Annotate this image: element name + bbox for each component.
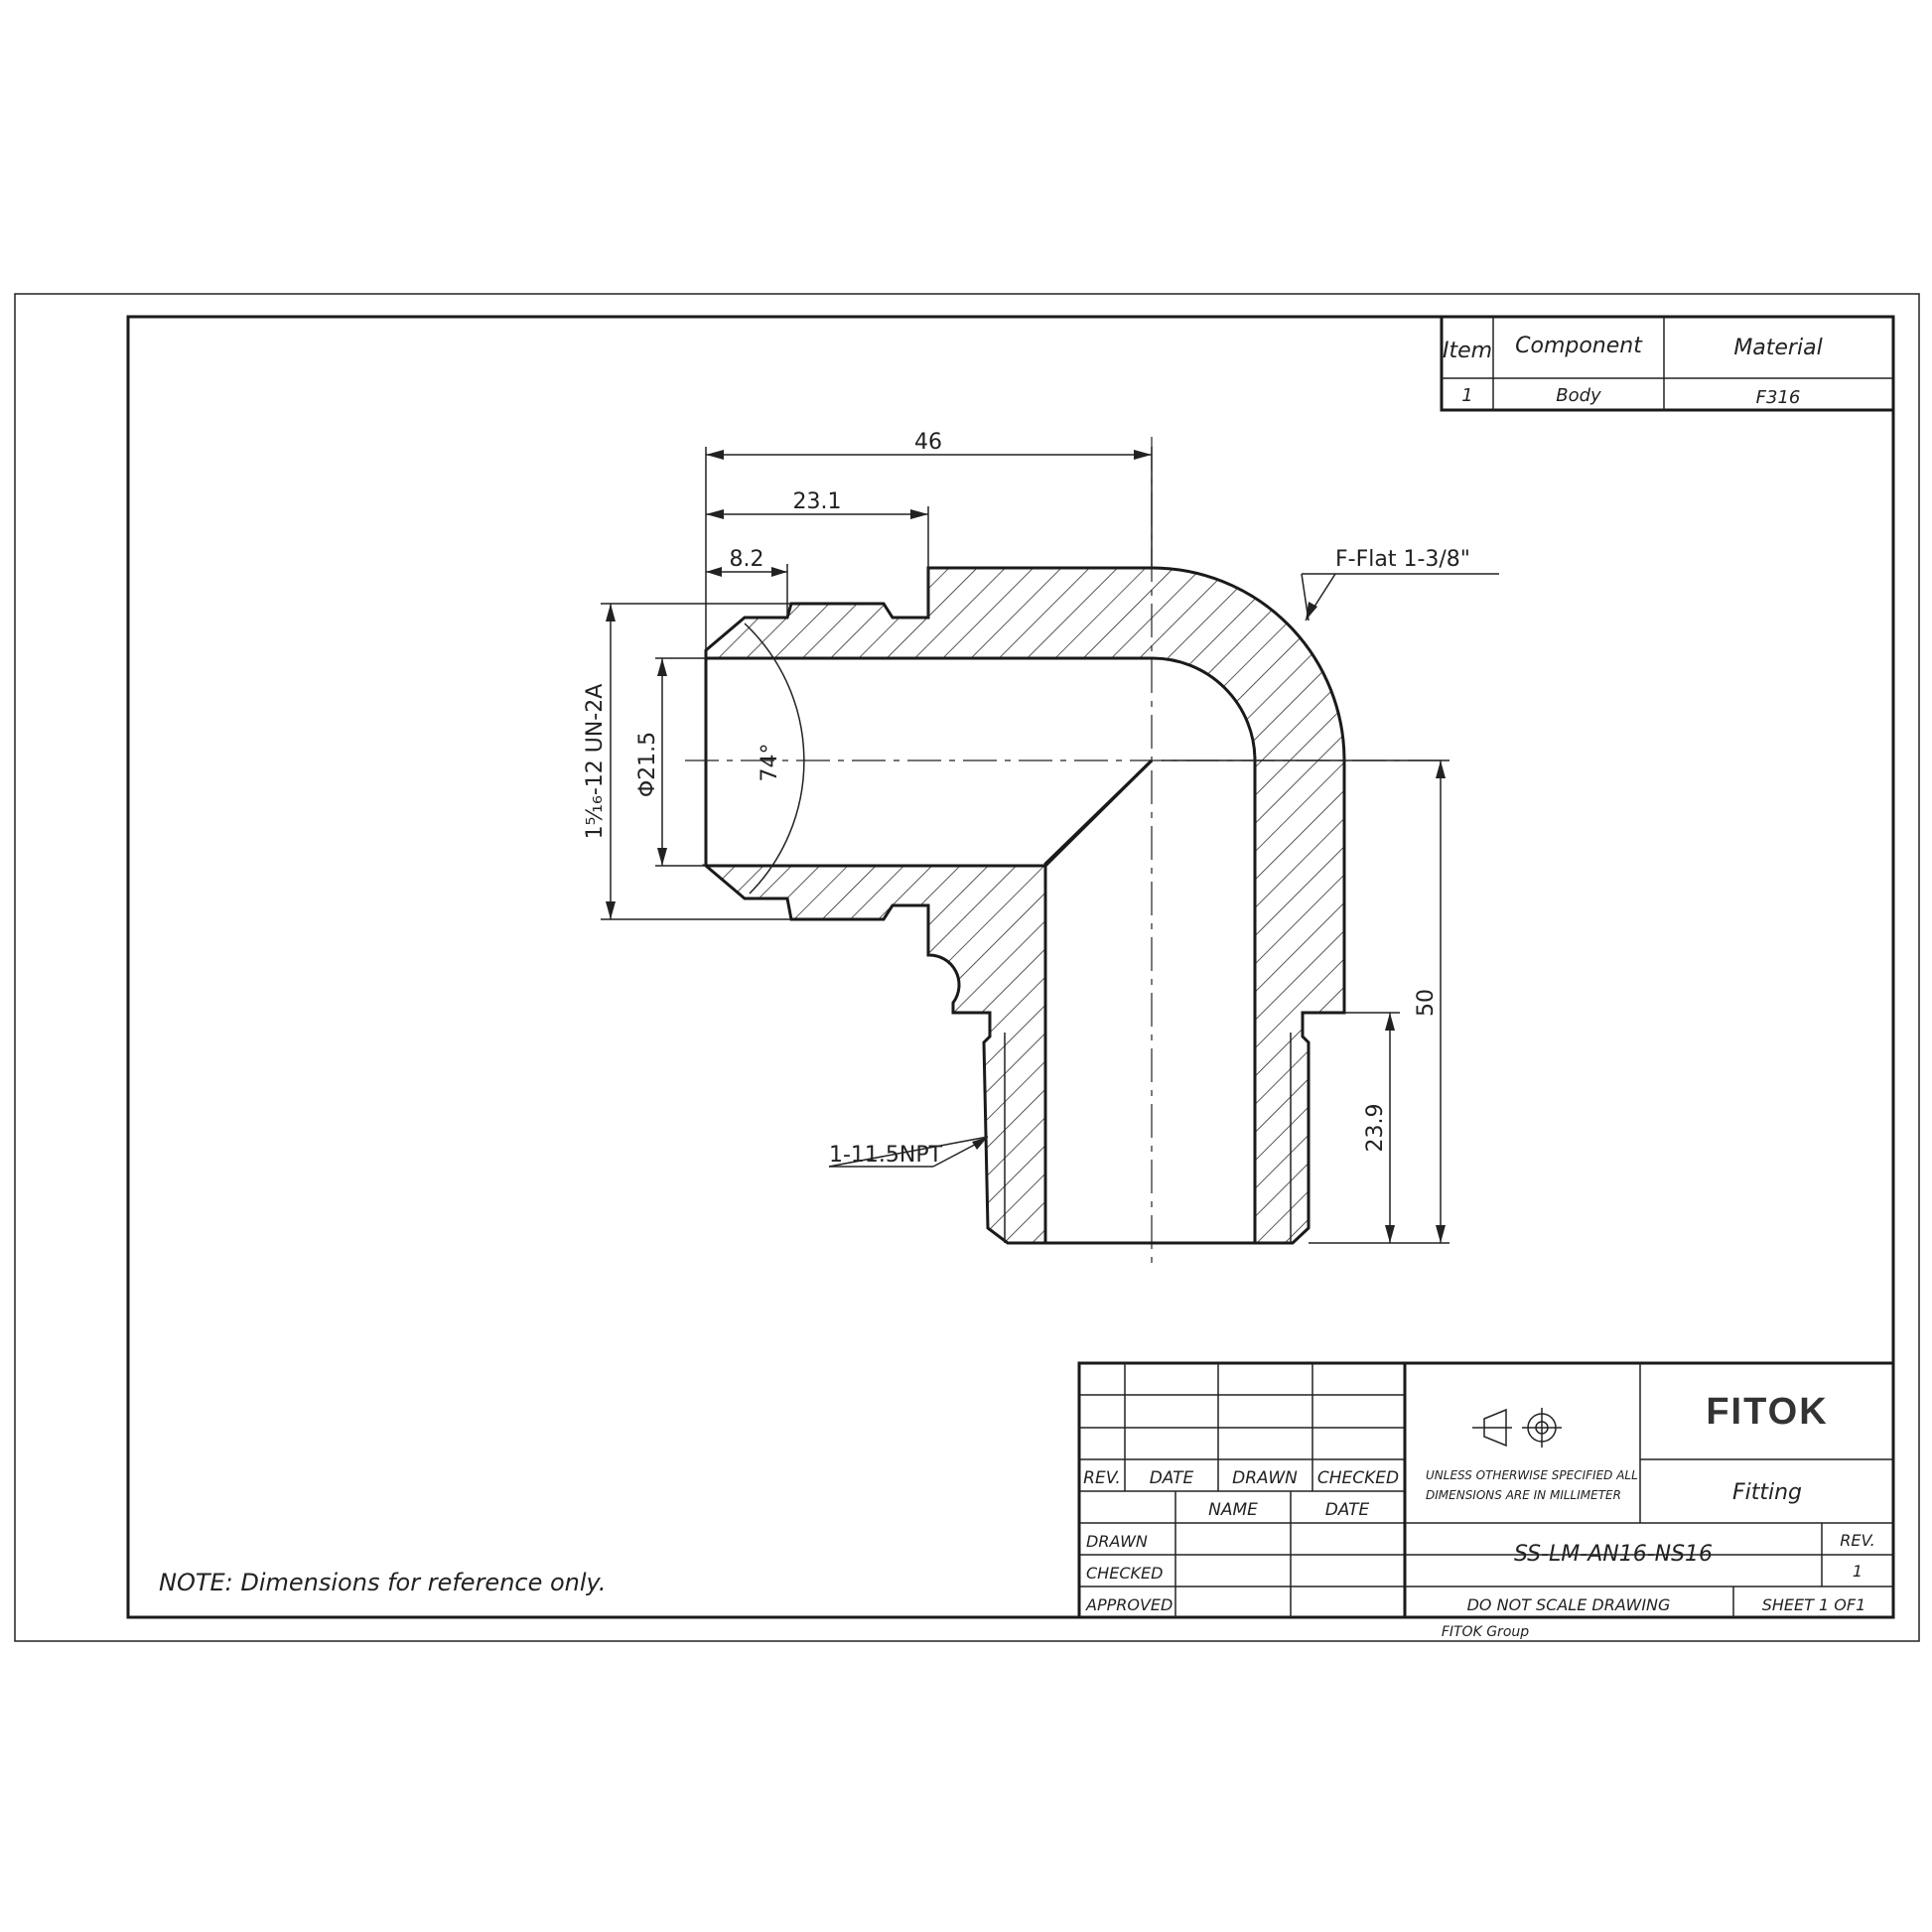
dim-23-1: 23.1 bbox=[793, 489, 842, 514]
projection-circle-icon bbox=[1522, 1408, 1562, 1448]
tb-group: FITOK Group bbox=[1442, 1624, 1529, 1640]
tb-checked-header: CHECKED bbox=[1317, 1468, 1399, 1488]
tb-name-header: NAME bbox=[1208, 1500, 1258, 1520]
tb-title: Fitting bbox=[1732, 1480, 1802, 1505]
elbow-fitting-section bbox=[685, 437, 1449, 1266]
tb-sheet: SHEET 1 OF1 bbox=[1762, 1595, 1866, 1614]
dim-23-9: 23.9 bbox=[1363, 1104, 1388, 1153]
tb-company-logo: FITOK bbox=[1706, 1391, 1828, 1433]
tb-date-header: DATE bbox=[1150, 1468, 1194, 1488]
tb-date2-header: DATE bbox=[1325, 1500, 1370, 1520]
dim-angle: 74° bbox=[758, 744, 782, 782]
title-block: REV. DATE DRAWN CHECKED NAME DATE DRAWN … bbox=[1077, 1361, 1895, 1619]
bom-row-item: 1 bbox=[1461, 385, 1472, 406]
dim-bore-diameter: Φ21.5 bbox=[635, 732, 660, 797]
tb-role-approved: APPROVED bbox=[1085, 1595, 1173, 1614]
dim-thread-un: 1⁵⁄₁₆-12 UN-2A bbox=[583, 684, 608, 840]
reference-note: NOTE: Dimensions for reference only. bbox=[159, 1569, 607, 1596]
bom-row-material: F316 bbox=[1756, 387, 1801, 408]
dim-npt: 1-11.5NPT bbox=[829, 1143, 943, 1168]
tb-units-note-1: UNLESS OTHERWISE SPECIFIED ALL bbox=[1426, 1468, 1638, 1482]
outer-border bbox=[14, 293, 1920, 1642]
bom-table: Item Component Material 1 Body F316 bbox=[1440, 315, 1895, 412]
tb-rev-header: REV. bbox=[1083, 1468, 1121, 1488]
bom-row-component: Body bbox=[1556, 385, 1601, 406]
projection-cone-icon bbox=[1472, 1408, 1512, 1448]
tb-drawn-header: DRAWN bbox=[1232, 1468, 1298, 1488]
inner-border bbox=[126, 315, 1895, 1619]
tb-units-note-2: DIMENSIONS ARE IN MILLIMETER bbox=[1426, 1488, 1621, 1502]
section-upper-wall bbox=[704, 566, 1346, 1245]
dim-8-2: 8.2 bbox=[730, 547, 764, 572]
bom-header-item: Item bbox=[1443, 339, 1492, 363]
tb-rev-label: REV. bbox=[1840, 1531, 1874, 1550]
dimension-lines: 46 23.1 8.2 1⁵⁄₁₆-12 UN-2A Φ21.5 74° bbox=[583, 430, 1499, 1244]
dim-50: 50 bbox=[1414, 989, 1439, 1017]
bom-header-material: Material bbox=[1733, 336, 1822, 360]
tb-role-checked: CHECKED bbox=[1086, 1564, 1163, 1583]
bom-header-component: Component bbox=[1515, 334, 1643, 358]
dim-f-flat: F-Flat 1-3/8" bbox=[1335, 547, 1470, 572]
dim-46: 46 bbox=[914, 430, 942, 455]
tb-rev-value: 1 bbox=[1853, 1562, 1863, 1581]
section-lower-wall bbox=[701, 759, 1154, 1245]
tb-scale-note: DO NOT SCALE DRAWING bbox=[1467, 1595, 1671, 1614]
tb-part-number: SS-LM-AN16-NS16 bbox=[1514, 1542, 1713, 1567]
tb-role-drawn: DRAWN bbox=[1086, 1532, 1148, 1551]
